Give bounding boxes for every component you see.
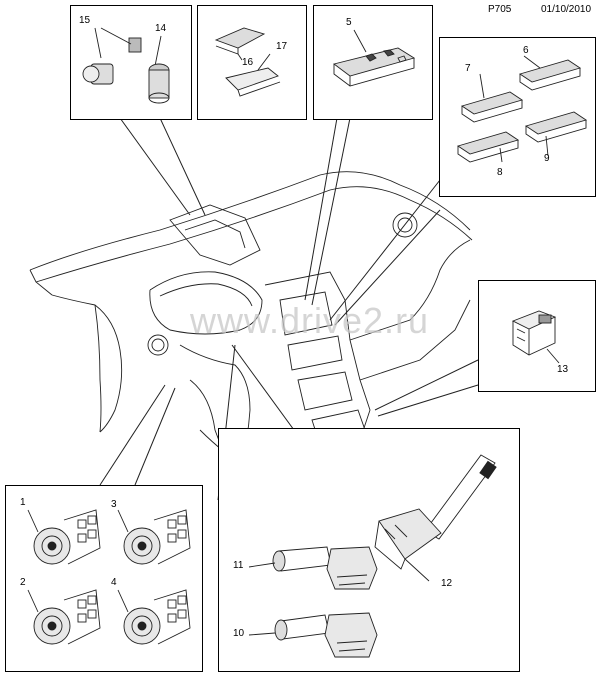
diagram-code: P705 [488, 4, 512, 15]
callout-15: 15 [79, 15, 91, 26]
callout-10: 10 [233, 628, 245, 639]
inset-light-switches-1-4: 1 3 2 4 [5, 485, 203, 672]
switch-13-drawing [511, 310, 560, 364]
switch-components-drawing [82, 27, 170, 104]
callout-4: 4 [111, 577, 117, 588]
inset-switch-components-14-15: 15 14 [70, 5, 192, 120]
callout-6: 6 [523, 45, 529, 56]
light-switches-drawing [27, 509, 191, 645]
callout-3: 3 [111, 499, 117, 510]
callout-13: 13 [557, 364, 569, 375]
inset-console-switches-6-9: 6 7 8 9 [439, 37, 596, 197]
diagram-date: 01/10/2010 [541, 4, 592, 15]
inset-hazard-switch-5: 5 [313, 5, 433, 120]
hazard-switch-drawing [332, 29, 416, 87]
callout-17: 17 [276, 41, 288, 52]
console-switches-drawing [456, 55, 588, 163]
callout-7: 7 [465, 63, 471, 74]
callout-11: 11 [233, 560, 244, 571]
callout-8: 8 [497, 167, 503, 178]
stalk-switches-drawing [248, 454, 497, 658]
inset-stalk-switches-10-12: 11 10 12 [218, 428, 520, 672]
callout-5: 5 [346, 17, 352, 28]
callout-16: 16 [242, 57, 254, 68]
trim-components-drawing [214, 27, 281, 97]
callout-14: 14 [155, 23, 167, 34]
callout-1: 1 [20, 497, 26, 508]
inset-trim-components-16-17: 16 17 [197, 5, 307, 120]
callout-9: 9 [544, 153, 550, 164]
callout-12: 12 [441, 578, 453, 589]
inset-switch-13: 13 [478, 280, 596, 392]
watermark-text: www.drive2.ru [190, 300, 430, 341]
callout-2: 2 [20, 577, 26, 588]
